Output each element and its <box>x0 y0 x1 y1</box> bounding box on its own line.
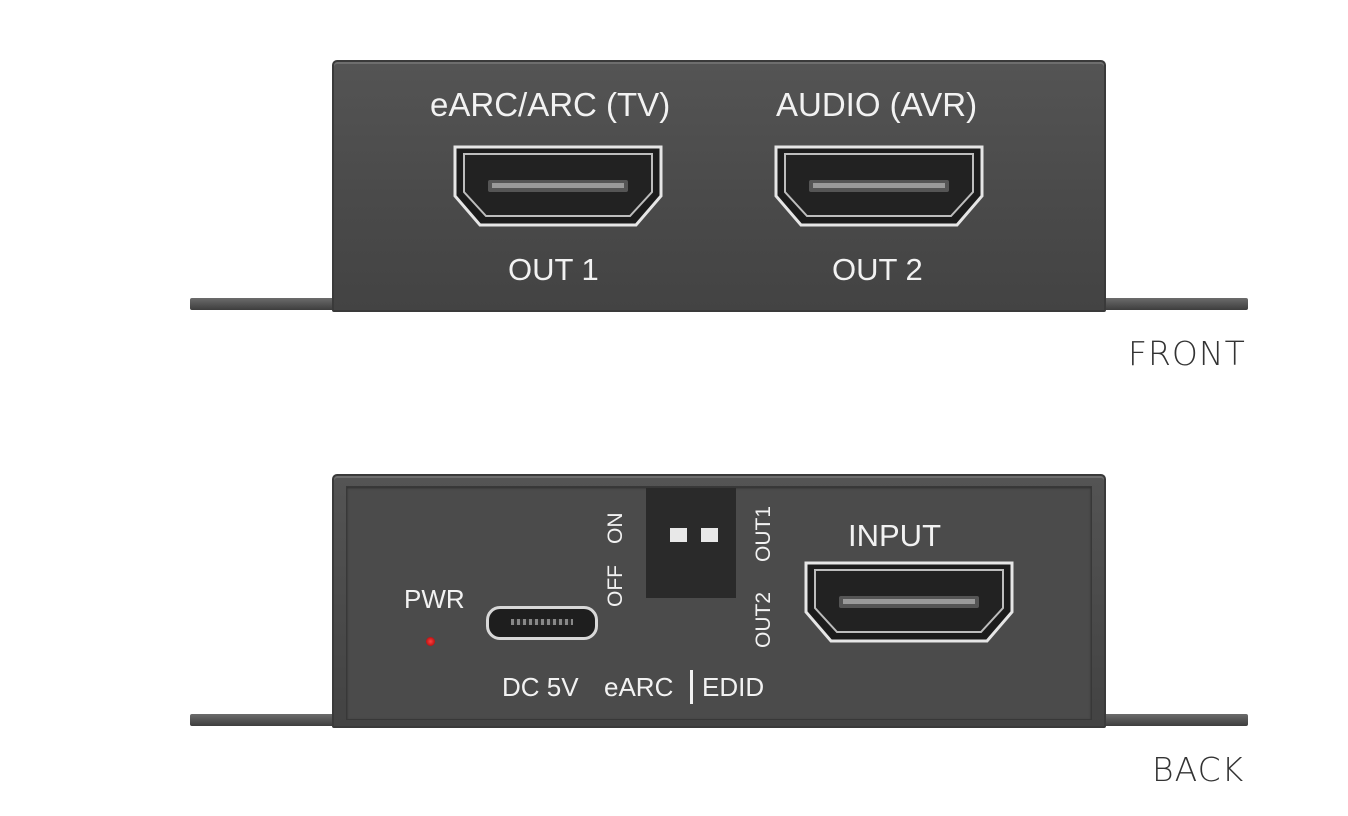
switch-out1-label: OUT1 <box>752 505 775 562</box>
back-left-flange <box>190 714 350 726</box>
switch-off-label: OFF <box>604 565 627 607</box>
dip-switch-1[interactable] <box>670 528 687 542</box>
out2-bottom-label: OUT 2 <box>832 252 923 287</box>
earc-label: eARC <box>604 672 674 702</box>
hdmi-out2-port[interactable] <box>773 144 985 228</box>
front-right-flange <box>1090 298 1248 310</box>
label-divider <box>690 670 693 704</box>
power-led-icon <box>426 637 435 646</box>
micro-usb-dc-port[interactable] <box>486 606 598 640</box>
out1-top-label: eARC/ARC (TV) <box>430 86 671 123</box>
pwr-label: PWR <box>404 584 465 614</box>
front-caption: FRONT <box>1128 334 1246 373</box>
switch-out2-label: OUT2 <box>752 591 775 648</box>
out2-top-label: AUDIO (AVR) <box>776 86 978 123</box>
back-caption: BACK <box>1152 750 1245 789</box>
input-label: INPUT <box>848 518 941 553</box>
hdmi-input-port[interactable] <box>803 560 1015 644</box>
front-left-flange <box>190 298 350 310</box>
dip-switch[interactable] <box>646 488 736 598</box>
dc-5v-label: DC 5V <box>502 672 579 702</box>
hdmi-out1-port[interactable] <box>452 144 664 228</box>
edid-label: EDID <box>702 672 765 702</box>
out1-bottom-label: OUT 1 <box>508 252 599 287</box>
switch-on-label: ON <box>604 512 627 545</box>
dip-switch-2[interactable] <box>701 528 718 542</box>
back-right-flange <box>1090 714 1248 726</box>
